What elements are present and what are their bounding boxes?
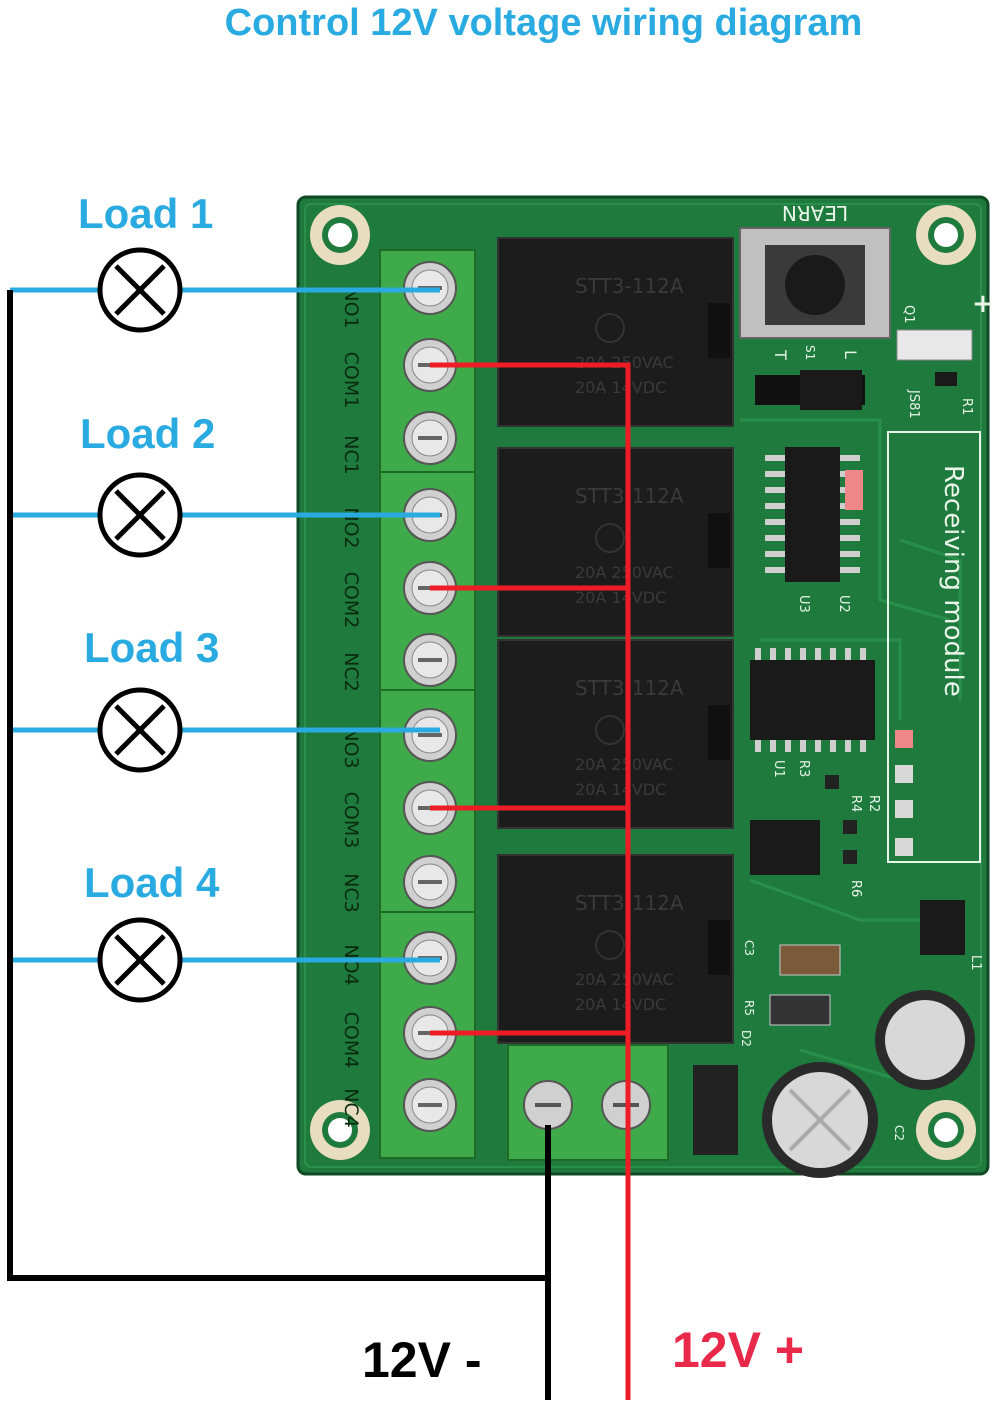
- diode-d2: [693, 1065, 738, 1155]
- u1-label: U1: [771, 760, 786, 778]
- r2-label: R2: [866, 795, 881, 812]
- terminal-screw: [403, 708, 457, 762]
- terminal-label-nc1: NC1: [340, 435, 362, 475]
- u3-label: U3: [796, 595, 811, 613]
- lamp-icon: [97, 917, 183, 1003]
- terminal-screw: [403, 411, 457, 465]
- svg-text:20A 14VDC: 20A 14VDC: [575, 780, 666, 799]
- diagram-title: Control 12V voltage wiring diagram: [224, 2, 863, 44]
- learn-label: LEARN: [782, 201, 848, 225]
- terminal-label-com4: COM4: [340, 1012, 362, 1069]
- loads: Load 1 Load 2 Load 3 Load 4: [10, 190, 440, 1003]
- r6-label: R6: [848, 880, 863, 897]
- terminal-label-com3: COM3: [340, 792, 362, 849]
- terminal-block: [379, 249, 476, 1159]
- neg-label: 12V -: [362, 1332, 482, 1388]
- terminal-label-nc3: NC3: [340, 873, 362, 913]
- smd-pads: [825, 730, 913, 864]
- load-4: Load 4: [10, 859, 440, 1003]
- pos-label: 12V +: [672, 1322, 804, 1378]
- pcb-traces: [740, 418, 962, 1082]
- svg-text:20A 250VAC: 20A 250VAC: [575, 755, 674, 774]
- learn-button: [739, 227, 891, 339]
- q1-label: Q1: [901, 305, 916, 324]
- lamp-icon: [97, 247, 183, 333]
- terminal-label-no3: NO3: [340, 727, 362, 768]
- terminal-screw: [403, 1078, 457, 1132]
- u2-label: U2: [836, 595, 851, 613]
- electrolytic-capacitor-small: [875, 990, 975, 1090]
- terminal-label-nc2: NC2: [340, 652, 362, 692]
- led-indicator: [896, 329, 973, 361]
- load-label: Load 4: [84, 859, 220, 906]
- load-3: Load 3: [10, 624, 440, 773]
- power-screw-neg: [523, 1080, 573, 1130]
- c3-label: C3: [742, 940, 756, 956]
- load-label: Load 3: [84, 624, 219, 671]
- mounting-holes: [310, 205, 976, 1160]
- svg-text:20A 14VDC: 20A 14VDC: [575, 995, 666, 1014]
- plus-mark: +: [972, 289, 994, 319]
- pos-wire-main: [430, 362, 631, 1400]
- load-label: Load 1: [78, 190, 213, 237]
- c2-label: C2: [892, 1125, 906, 1141]
- terminal-screw: [403, 855, 457, 909]
- t-label: T: [771, 349, 790, 360]
- terminal-screw: [403, 633, 457, 687]
- load-2: Load 2: [10, 410, 440, 558]
- receiving-module-label: Receiving module: [938, 465, 968, 697]
- terminal-label-com2: COM2: [340, 572, 362, 629]
- svg-text:20A 250VAC: 20A 250VAC: [575, 563, 674, 582]
- terminal-label-no2: NO2: [340, 507, 362, 548]
- terminal-label-no4: NO4: [340, 944, 362, 985]
- receiving-module-outline: [887, 431, 981, 863]
- terminal-label-no1: NO1: [340, 287, 362, 328]
- capacitor-c3: [779, 944, 841, 976]
- jumper-label: JS81: [906, 389, 921, 419]
- lamp-icon: [97, 472, 183, 558]
- s1-label: S1: [803, 345, 817, 360]
- r3-label: R3: [796, 760, 811, 777]
- chip-u2-pad: [845, 470, 863, 510]
- chip-u1: [750, 648, 875, 752]
- resistor-r5: [769, 994, 831, 1026]
- l1-label: L1: [968, 955, 983, 971]
- svg-text:20A 250VAC: 20A 250VAC: [575, 970, 674, 989]
- r4-label: R4: [848, 795, 863, 812]
- svg-text:20A 14VDC: 20A 14VDC: [575, 378, 666, 397]
- d2-label: D2: [739, 1030, 753, 1047]
- l-label: L: [841, 350, 860, 359]
- regulator-l1: [920, 900, 965, 955]
- terminal-label-com1: COM1: [340, 352, 362, 409]
- electrolytic-capacitor-large: [762, 1062, 878, 1178]
- neg-wire-return: [7, 290, 548, 1281]
- svg-text:STT3-112A: STT3-112A: [575, 274, 684, 298]
- load-1: Load 1: [10, 190, 440, 333]
- terminal-label-nc4: NC4: [340, 1088, 362, 1128]
- lamp-icon: [97, 687, 183, 773]
- r1-label: R1: [959, 398, 974, 415]
- svg-text:20A 14VDC: 20A 14VDC: [575, 588, 666, 607]
- load-label: Load 2: [80, 410, 215, 457]
- r5-label: R5: [742, 1000, 756, 1016]
- chip-small: [750, 820, 820, 875]
